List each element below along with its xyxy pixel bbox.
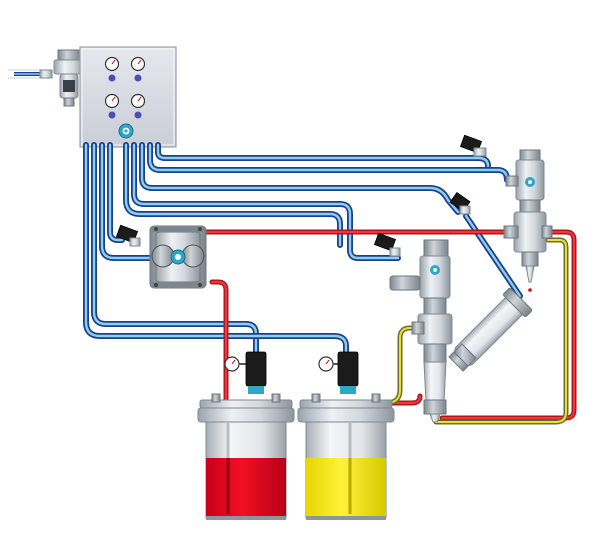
solenoid-valve-icon [449,191,471,215]
red-material-lines [193,229,577,421]
pressure-gauge-icon [104,93,120,119]
pneumatic-control-box [79,46,177,148]
pressure-tank-icon [197,351,295,520]
diaphragm-pump-icon [149,225,207,289]
solenoid-valve-icon [459,134,487,157]
pressure-tank-icon [297,351,395,520]
brand-logo-icon [118,123,134,139]
solenoid-valve-icon [373,232,401,257]
static-mixer-icon [448,287,533,372]
yellow-material-lines [383,237,569,425]
two-component-valve-icon [389,239,453,423]
pressure-gauge-icon [130,93,146,119]
pressure-gauge-icon [130,56,146,82]
air-lines [83,142,523,355]
dispense-valve-icon [503,149,553,292]
solenoid-valve-icon [115,224,141,247]
pressure-gauge-icon [104,56,120,82]
air-inlet-hose-icon [8,69,53,79]
